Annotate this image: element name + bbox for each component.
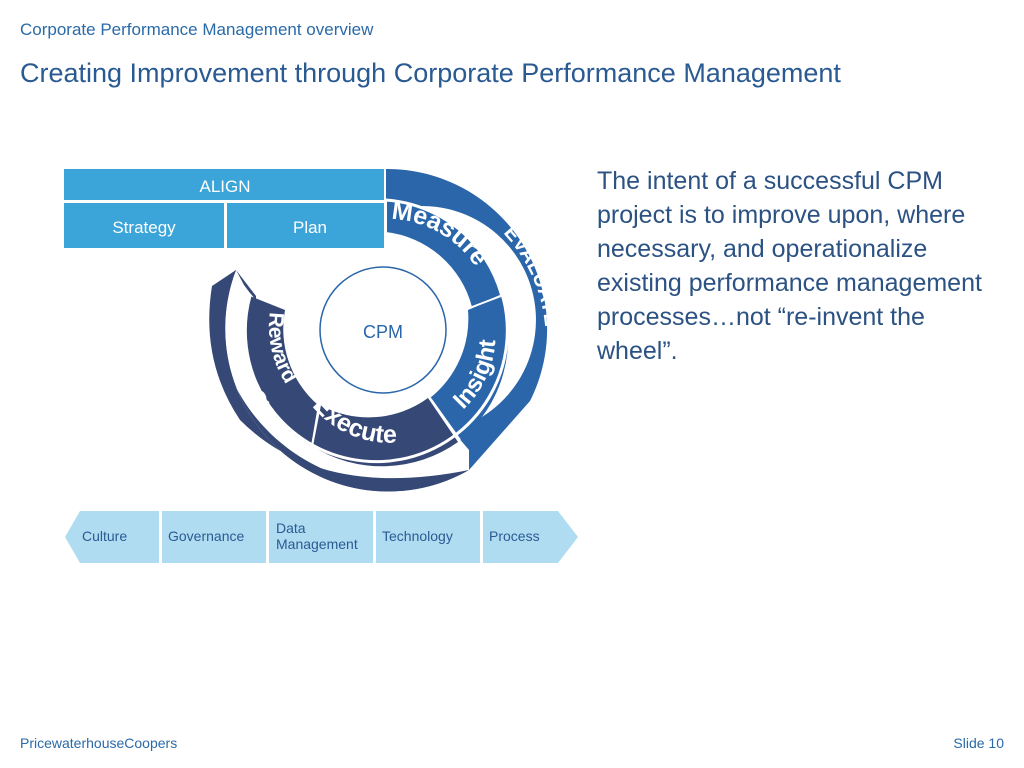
foundation-governance-segment: [162, 511, 266, 563]
cpm-center-label: CPM: [363, 322, 403, 342]
insight-segment: [430, 296, 509, 440]
foundation-process-label: Process: [489, 528, 540, 544]
foundation-governance-label: Governance: [168, 528, 244, 544]
foundation-bar: Culture Governance Data Management Techn…: [65, 511, 578, 563]
foundation-data-segment: [269, 511, 373, 563]
foundation-data-label-line2: Management: [276, 536, 358, 552]
plan-box: [227, 203, 384, 248]
foundation-technology-label: Technology: [382, 528, 453, 544]
strategy-label: Strategy: [112, 218, 176, 237]
measure-segment: [386, 200, 500, 307]
foundation-culture-label: Culture: [82, 528, 127, 544]
execute-segment: [312, 398, 458, 467]
foundation-technology-segment: [376, 511, 480, 563]
strategy-box: [64, 203, 224, 248]
evaluate-label: EVALUATE: [499, 222, 562, 328]
foundation-culture-segment: [65, 511, 159, 563]
cpm-center-circle: [319, 266, 447, 394]
foundation-data-label-line1: Data: [276, 520, 306, 536]
sustain-ring-tip: [236, 270, 256, 300]
plan-label: Plan: [293, 218, 327, 237]
align-label: ALIGN: [199, 177, 250, 196]
evaluate-ring-segment: [386, 168, 548, 470]
slide-subtitle: Corporate Performance Management overvie…: [20, 20, 374, 39]
slide-number: Slide 10: [953, 735, 1004, 751]
foundation-process-segment: [483, 511, 578, 563]
reward-segment: [244, 296, 318, 446]
slide-title: Creating Improvement through Corporate P…: [20, 58, 841, 88]
align-box: [64, 169, 384, 200]
footer-company: PricewaterhouseCoopers: [20, 735, 178, 751]
intent-paragraph: The intent of a successful CPM project i…: [597, 167, 982, 365]
